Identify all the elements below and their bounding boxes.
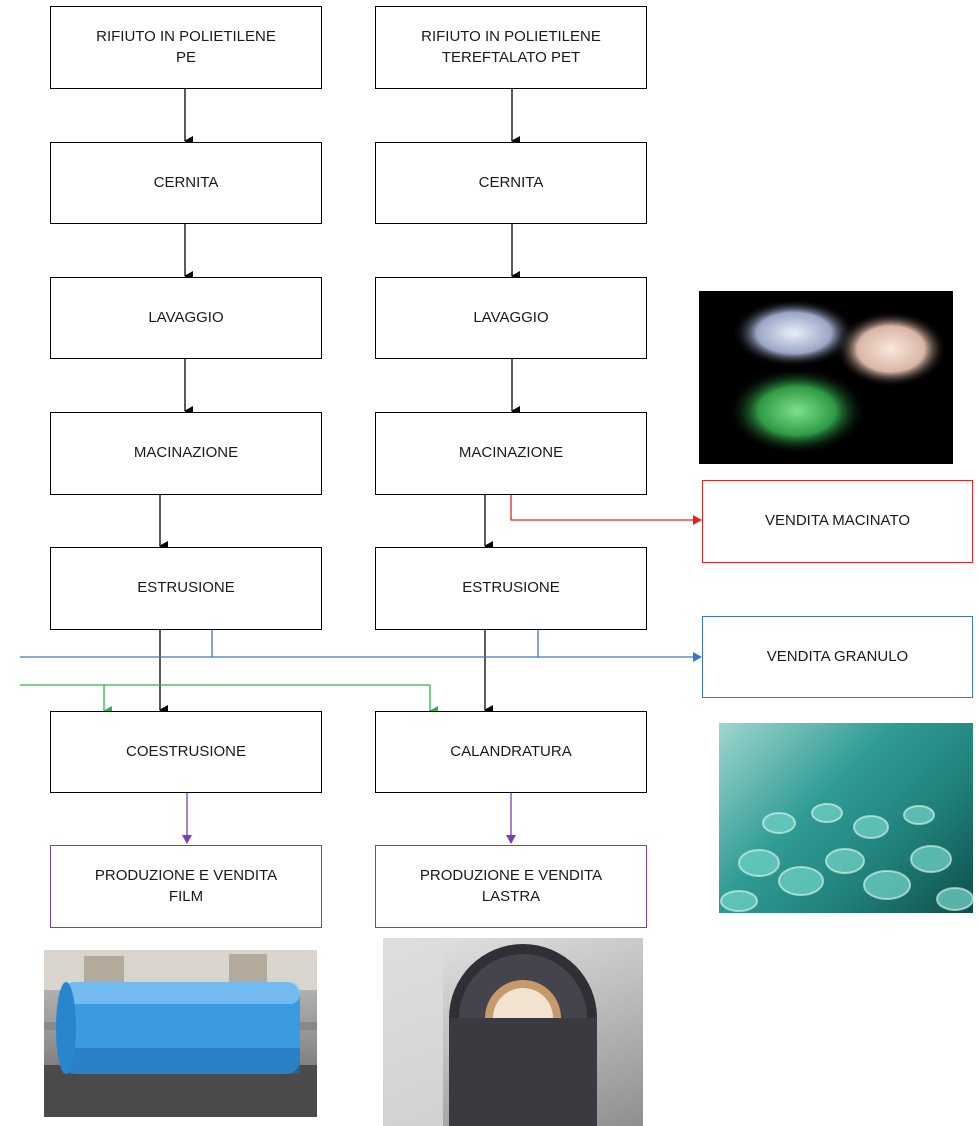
box-macinazione-pe: MACINAZIONE xyxy=(50,412,322,495)
box-vendita-granulo: VENDITA GRANULO xyxy=(702,616,973,698)
left-flow-arrows xyxy=(159,88,193,715)
box-lavaggio-pe: LAVAGGIO xyxy=(50,277,322,359)
photo-plastic-flakes xyxy=(699,291,953,464)
photo-film-roll xyxy=(44,950,317,1117)
box-produzione-film: PRODUZIONE E VENDITA FILM xyxy=(50,845,322,928)
box-cernita-pe: CERNITA xyxy=(50,142,322,224)
purple-arrows xyxy=(182,792,516,844)
red-arrow-vendita-macinato xyxy=(510,495,702,525)
box-lavaggio-pet: LAVAGGIO xyxy=(375,277,647,359)
box-rifiuto-pe: RIFIUTO IN POLIETILENE PE xyxy=(50,6,322,89)
green-feed-arrows xyxy=(20,684,438,716)
photo-granules xyxy=(719,723,973,913)
box-produzione-lastra: PRODUZIONE E VENDITA LASTRA xyxy=(375,845,647,928)
box-macinazione-pet: MACINAZIONE xyxy=(375,412,647,495)
blue-arrow-vendita-granulo xyxy=(20,630,702,662)
photo-sheet-roll xyxy=(383,938,643,1126)
box-rifiuto-pet: RIFIUTO IN POLIETILENE TEREFTALATO PET xyxy=(375,6,647,89)
right-flow-arrows xyxy=(484,88,520,715)
box-estrusione-pe: ESTRUSIONE xyxy=(50,547,322,630)
box-cernita-pet: CERNITA xyxy=(375,142,647,224)
box-estrusione-pet: ESTRUSIONE xyxy=(375,547,647,630)
box-calandratura: CALANDRATURA xyxy=(375,711,647,793)
box-vendita-macinato: VENDITA MACINATO xyxy=(702,480,973,563)
box-coestrusione: COESTRUSIONE xyxy=(50,711,322,793)
